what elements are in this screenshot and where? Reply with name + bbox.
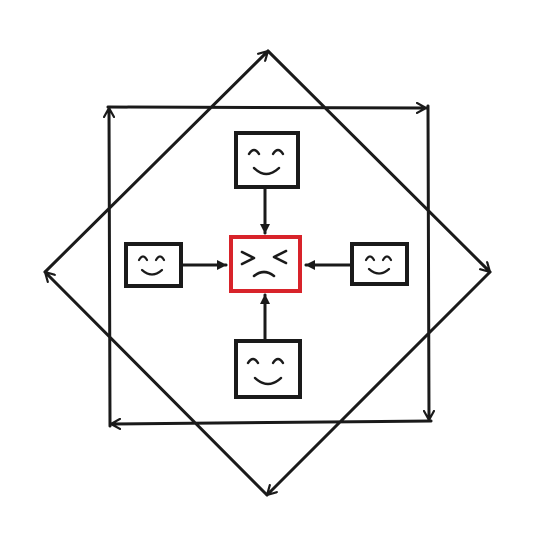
square-edge-right: [428, 104, 429, 422]
happy-face-icon: [246, 357, 285, 386]
happy-face-icon: [364, 255, 393, 275]
diamond-edge-bottom-right: [265, 270, 492, 497]
face-box-top: [234, 131, 300, 189]
happy-face-icon: [247, 148, 285, 176]
face-box-bottom: [234, 339, 302, 399]
diamond-edge-top-left: [43, 49, 270, 274]
happy-face-icon: [137, 255, 166, 276]
face-box-center: [229, 235, 302, 293]
outer-diamond-cycle: [43, 49, 492, 497]
square-edge-left: [109, 106, 110, 428]
diamond-edge-bottom-left: [43, 270, 269, 497]
distressed-face-icon: [240, 249, 288, 278]
outer-square-cycle: [108, 106, 431, 426]
face-box-left: [124, 242, 183, 288]
face-box-right: [350, 242, 409, 286]
diamond-edge-top-right: [266, 49, 492, 274]
connectors: [180, 187, 353, 341]
square-edge-top: [106, 107, 428, 108]
square-edge-bottom: [109, 421, 433, 424]
